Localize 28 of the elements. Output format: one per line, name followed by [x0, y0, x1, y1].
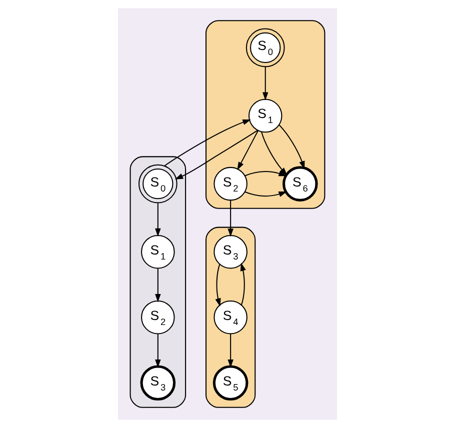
arrow: [236, 130, 258, 170]
node-circle: S$_{3}$: [213, 234, 247, 269]
node-circle: S$_{3}$: [140, 365, 176, 400]
node-circle: S$_{2}$: [213, 166, 247, 201]
arrow: [214, 264, 220, 307]
arrow: [240, 262, 246, 306]
arrow: [227, 334, 233, 368]
node-circle: S$_{1}$: [140, 234, 174, 269]
arrow: [244, 191, 286, 197]
cluster: [129, 156, 186, 408]
node-circle: S$_{0}$: [245, 28, 284, 68]
cluster: [205, 20, 325, 209]
node-circle: S$_{2}$: [140, 300, 174, 334]
node-circle: S$_{6}$: [282, 166, 318, 202]
arrow: [227, 200, 233, 237]
node-circle: S$_{1}$: [248, 98, 282, 133]
arrow: [154, 334, 160, 368]
arrow: [262, 66, 268, 101]
arrow: [164, 119, 250, 166]
arrow: [260, 132, 287, 176]
arrow: [244, 170, 286, 176]
node-circle: S$_{4}$: [213, 300, 247, 334]
arrow: [174, 130, 258, 180]
node-circle: S$_{5}$: [212, 365, 248, 400]
arrow: [154, 268, 160, 302]
node-circle: S$_{0}$: [138, 164, 177, 204]
arrow: [154, 202, 160, 237]
arrow: [278, 124, 304, 170]
